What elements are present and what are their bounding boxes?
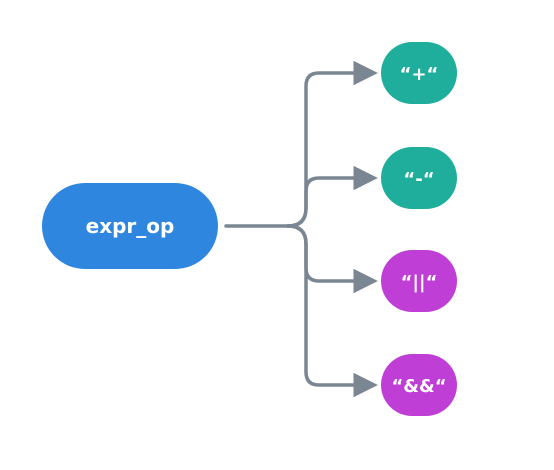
- connector-child-3: [286, 224, 378, 294]
- child-node-shape: [381, 42, 457, 104]
- child-node-shape: [381, 147, 457, 209]
- root-node[interactable]: expr_op: [42, 183, 218, 269]
- child-node-shape: [381, 354, 457, 416]
- child-node-shape: [381, 250, 457, 312]
- connector-child-4: [286, 224, 378, 398]
- root-node-shape: [42, 183, 218, 269]
- child-node-and[interactable]: “&&“: [381, 354, 457, 416]
- child-node-label: “+“: [400, 64, 439, 85]
- connector-child-2: [286, 165, 378, 228]
- child-node-minus[interactable]: “-“: [381, 147, 457, 209]
- connectors: [224, 60, 378, 398]
- child-node-or[interactable]: “||“: [381, 250, 457, 312]
- child-node-label: “&&“: [391, 376, 446, 397]
- child-node-label: “||“: [401, 272, 438, 293]
- root-node-label: expr_op: [86, 214, 175, 238]
- child-node-label: “-“: [403, 169, 434, 190]
- connector-child-1: [286, 60, 378, 228]
- child-node-plus[interactable]: “+“: [381, 42, 457, 104]
